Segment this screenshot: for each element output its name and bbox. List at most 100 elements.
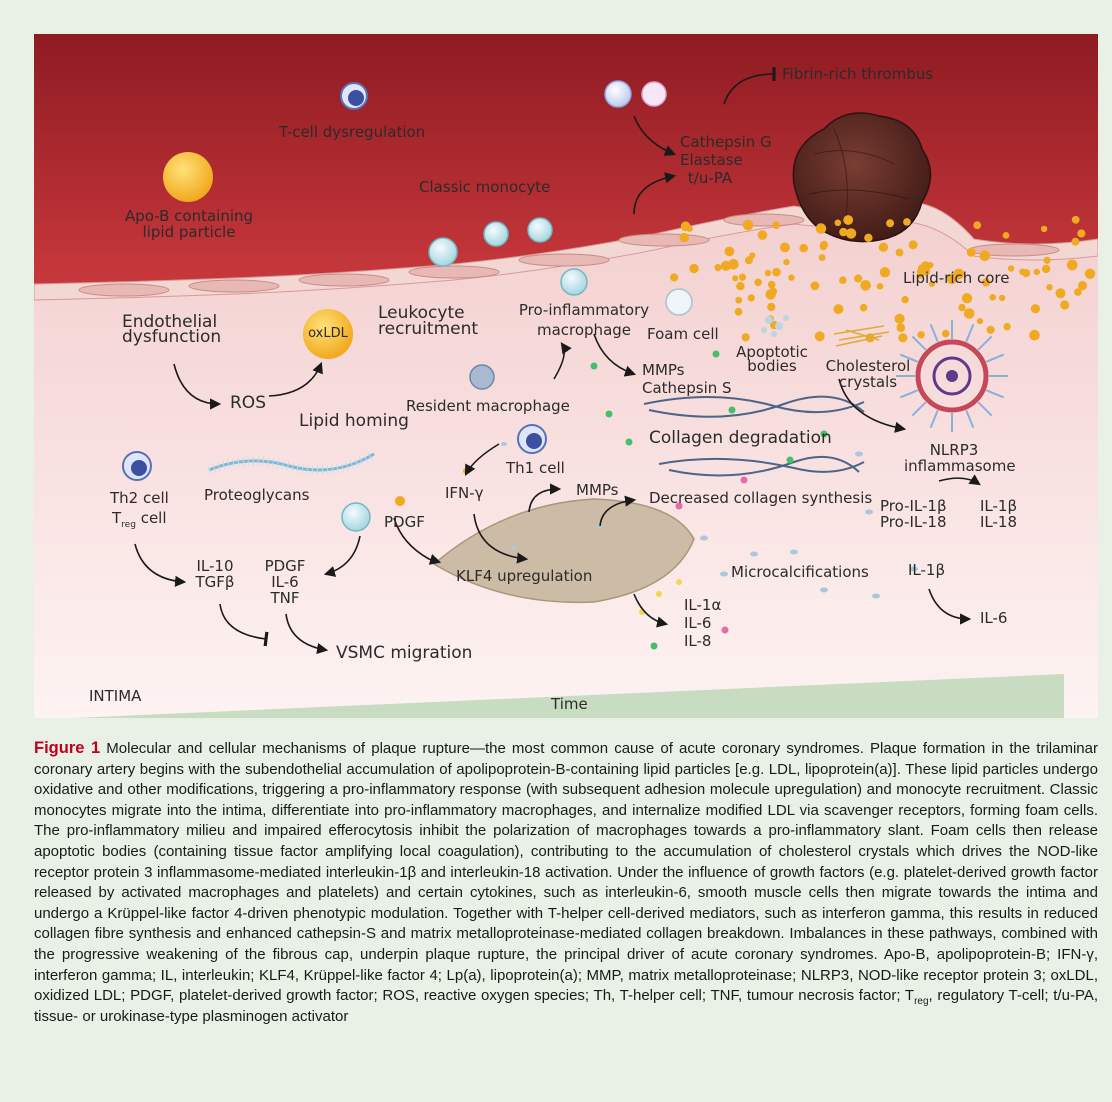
label-tgfb: TGFβ <box>195 573 235 591</box>
neutrophil-1 <box>604 80 632 108</box>
lipid-particle-dot <box>860 280 871 291</box>
label-il8: IL-8 <box>684 632 712 650</box>
lipid-particle-dot <box>878 242 889 252</box>
lipid-particle-dot <box>819 242 828 251</box>
lipid-particle-dot <box>754 278 762 287</box>
neutrophil-2 <box>641 81 667 107</box>
label-lipid-core: Lipid-rich core <box>903 269 1010 287</box>
lipid-particle-dot <box>917 331 925 339</box>
lipid-particle-dot <box>689 263 699 274</box>
lipid-particle-dot <box>1046 284 1053 291</box>
label-pro-il18: Pro-IL-18 <box>880 513 947 531</box>
label-lipid-homing: Lipid homing <box>299 411 409 431</box>
fibrin-thrombus <box>792 112 932 243</box>
lipid-particle-dot <box>1055 288 1066 299</box>
caption-treg-sub: reg <box>914 996 929 1008</box>
endothelial-cells <box>78 213 1060 297</box>
label-cathepsin-s: Cathepsin S <box>642 379 732 397</box>
lipid-core-particles <box>670 215 1096 343</box>
monocyte-1 <box>428 237 458 267</box>
nlrp3-inflammasome-icon <box>896 320 1008 432</box>
lipid-particle-dot <box>1029 329 1040 341</box>
signal-dots <box>395 350 828 650</box>
lipid-particle-dot <box>764 269 772 277</box>
label-nlrp3: NLRP3 <box>929 441 979 459</box>
label-ifn-gamma: IFN-γ <box>445 484 484 502</box>
nlrp3-ray <box>911 335 927 351</box>
caption-text: Molecular and cellular mechanisms of pla… <box>34 740 1098 1005</box>
lipid-particle-dot <box>894 313 905 324</box>
label-resident-macrophage: Resident macrophage <box>406 397 570 415</box>
label-apoptotic: Apoptotic <box>736 343 808 361</box>
label-tcell-dysregulation: T-cell dysregulation <box>279 123 426 141</box>
lipid-particle-dot <box>1077 229 1086 238</box>
label-il1b-lower: IL-1β <box>908 561 946 579</box>
lipid-particle-dot <box>1007 265 1015 272</box>
resident-macrophage-icon <box>469 364 495 390</box>
lipid-particle-dot <box>742 219 754 231</box>
label-pro-il1b: Pro-IL-1β <box>880 497 947 515</box>
lipid-particle-dot <box>879 267 891 278</box>
lipid-particle-dot <box>839 276 847 284</box>
lipid-particle-dot <box>680 221 691 232</box>
lipid-particle-dot <box>747 294 755 302</box>
foam-cell-icon <box>665 288 693 316</box>
lipid-particle-dot <box>917 272 924 279</box>
label-tupa: t/u-PA <box>687 169 733 187</box>
label-pdgf: PDGF <box>384 513 425 531</box>
lipid-particle-dot <box>767 302 776 312</box>
lipid-particle-dot <box>981 278 991 287</box>
lipid-particle-dot <box>814 331 825 342</box>
label-classic-monocyte: Classic monocyte <box>419 178 551 196</box>
diagram-artwork <box>34 34 1098 718</box>
lipid-particle-dot <box>979 250 991 261</box>
cholesterol-crystals-icon <box>833 325 890 347</box>
lipid-particle-dot <box>986 325 995 334</box>
lipid-particle-dot <box>966 247 976 257</box>
label-pdgf-2: PDGF <box>264 557 306 575</box>
lipid-particle-dot <box>859 303 868 312</box>
lipid-particle-dot <box>1084 268 1096 279</box>
label-crystals: crystals <box>838 373 898 391</box>
lipid-particle-dot <box>767 280 776 289</box>
lipid-particle-dot <box>1019 268 1026 275</box>
label-apob-line1: Apo-B containing <box>124 207 254 225</box>
lipid-particle-dot <box>1071 237 1080 246</box>
nlrp3-ray <box>899 353 919 363</box>
lipid-particle-dot <box>958 303 966 312</box>
lipid-particle-dot <box>839 227 848 237</box>
nlrp3-ray <box>899 389 919 399</box>
label-endothelial: Endothelial <box>122 312 218 332</box>
label-collagen-degradation: Collagen degradation <box>649 428 832 448</box>
lipid-particle-dot <box>998 294 1006 302</box>
nlrp3-ray <box>911 401 927 417</box>
lipid-particle-dot <box>896 323 906 333</box>
microcalcification-dots <box>501 442 918 599</box>
lipid-particle-dot <box>1077 281 1088 291</box>
label-dysfunction: dysfunction <box>122 327 222 347</box>
lipid-particle-dot <box>1071 215 1080 224</box>
lipid-particle-dot <box>1041 264 1051 274</box>
label-il6-left: IL-6 <box>271 573 299 591</box>
label-foam-cell: Foam cell <box>647 325 719 343</box>
label-tnf: TNF <box>270 589 300 607</box>
label-cholesterol: Cholesterol <box>825 357 911 375</box>
label-th1-cell: Th1 cell <box>506 459 565 477</box>
lipid-particle-dot <box>903 218 911 226</box>
monocyte-3 <box>527 217 553 243</box>
label-th2-cell: Th2 cell <box>110 489 169 507</box>
lipid-particle-dot <box>738 273 747 281</box>
lipid-particle-dot <box>736 282 745 291</box>
lipid-particle-dot <box>734 307 743 316</box>
nlrp3-ray <box>929 409 939 429</box>
lipid-particle-dot <box>714 264 722 272</box>
lipid-particle-dot <box>901 295 909 304</box>
lipid-particle-dot <box>1003 322 1011 331</box>
lipid-particle-dot <box>963 308 975 319</box>
lipid-particle-dot <box>908 240 918 250</box>
lipid-particle-dot <box>973 221 982 230</box>
lipid-particle-dot <box>799 243 808 253</box>
proinflammatory-macrophage-icon <box>560 268 588 296</box>
monocyte-2 <box>483 221 509 247</box>
lipid-particle-dot <box>741 333 750 342</box>
